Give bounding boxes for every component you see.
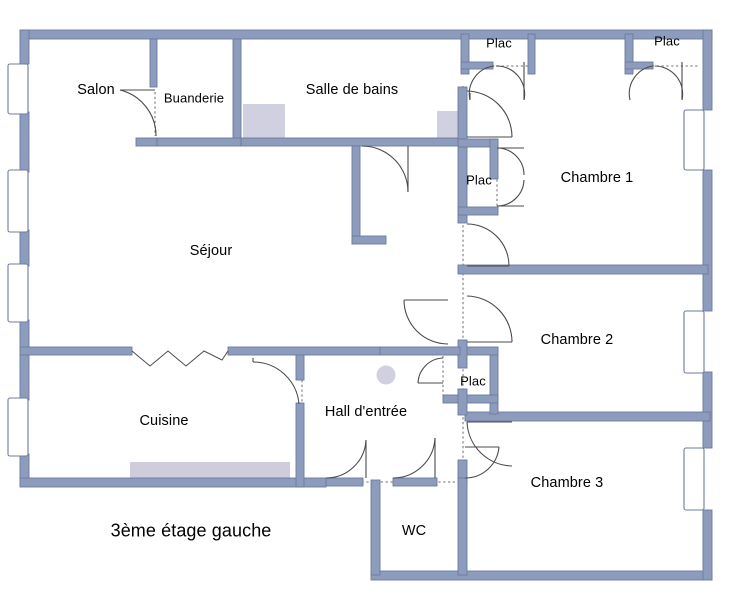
hall-round-fixture [376, 365, 396, 385]
door-placard-hall [417, 357, 444, 384]
wall-hall-bottom-b [392, 477, 438, 487]
bathroom-sink-fixture [437, 111, 461, 139]
wall-exterior-right-2 [702, 169, 713, 312]
wall-wc-left [370, 479, 381, 576]
windows-group [7, 63, 705, 511]
window-left-3 [7, 263, 29, 323]
kitchen-counter-fixture [130, 462, 290, 479]
walls-group [19, 29, 713, 581]
wall-chambre2-left [489, 347, 499, 415]
window-left-2 [7, 169, 29, 233]
window-left-4 [7, 397, 29, 457]
wall-exterior-left-4 [19, 319, 30, 401]
wall-exterior-right-3 [702, 371, 713, 449]
door-salon-buanderie [119, 89, 157, 137]
window-right-2 [683, 310, 705, 374]
door-chambre3-corridor [466, 421, 513, 467]
door-sdb-corridor [466, 90, 513, 138]
wall-exterior-top [19, 29, 713, 40]
room-label-placard-top-left: Plac [486, 35, 512, 51]
room-label-placard-hall: Plac [460, 373, 486, 389]
wall-sejour-foot [351, 235, 387, 245]
door-placard-top-left [468, 62, 526, 101]
window-right-3 [683, 447, 705, 511]
bathtub-fixture [243, 104, 285, 138]
wall-sdb-bottom [240, 137, 464, 147]
room-label-sejour: Séjour [189, 243, 233, 259]
room-label-placard-top-right: Plac [654, 33, 680, 49]
wall-placard-tl-right [527, 33, 536, 75]
room-label-salon: Salon [77, 82, 115, 98]
door-wc-inner [464, 446, 500, 479]
wall-hall-top-2 [379, 346, 461, 356]
kitchen-zigzag-symbol [131, 350, 229, 367]
wall-buanderie-right-vert [232, 38, 242, 143]
wall-corridor-stub-b [457, 388, 468, 416]
wall-exterior-bottom-wc [370, 570, 713, 581]
room-label-chambre-1: Chambre 1 [560, 170, 634, 186]
wall-exterior-left-3 [19, 229, 30, 267]
wall-plac-c1-bot [457, 206, 499, 216]
wall-placard-tl-sill [460, 61, 494, 70]
wall-placard-tr-left [624, 33, 634, 75]
doors-group [119, 62, 684, 479]
room-label-wc: WC [401, 523, 427, 539]
fixtures-group [130, 104, 461, 479]
wall-wc-right [457, 477, 468, 576]
room-label-cuisine: Cuisine [139, 413, 189, 429]
room-label-placard-chambre1: Plac [466, 172, 492, 188]
room-label-chambre-2: Chambre 2 [540, 332, 614, 348]
wall-hall-bottom-a [325, 477, 364, 487]
room-label-salle-de-bains: Salle de bains [305, 82, 399, 98]
wall-sejour-vert [351, 145, 361, 245]
wall-placard-tr-sill [624, 61, 654, 70]
room-label-hall-d-entree: Hall d'entrée [324, 404, 408, 420]
room-label-buanderie: Buanderie [163, 90, 225, 106]
door-placard-chambre1 [496, 147, 525, 207]
wall-corridor-vert-top [457, 86, 468, 140]
room-label-chambre-3: Chambre 3 [530, 475, 604, 491]
wall-buanderie-bottom [135, 137, 158, 147]
door-placard-top-right [628, 62, 684, 101]
door-hall-room-a [325, 439, 367, 479]
wall-exterior-right-1 [702, 29, 713, 111]
wall-chambre2-bottom [464, 411, 711, 422]
door-cuisine-hall [252, 358, 300, 405]
door-sejour-corridor [361, 145, 409, 193]
wall-hall-left-upper [295, 354, 305, 381]
plan-title: 3ème étage gauche [110, 520, 272, 541]
window-right-1 [683, 109, 705, 171]
door-chambre1-corridor [466, 223, 510, 267]
wall-placard-tl-left [460, 33, 470, 75]
wall-kitchen-top [19, 346, 133, 356]
wall-plac-hall-bot [442, 394, 499, 404]
wall-exterior-left-1 [19, 29, 30, 65]
door-sejour-hall [403, 299, 449, 345]
window-left-1 [7, 63, 29, 115]
wall-chambre1-bottom [457, 264, 709, 275]
wall-exterior-bottom-left [19, 477, 327, 488]
wall-plac-c1-right [489, 138, 499, 180]
door-hall-wc [392, 437, 436, 479]
wall-exterior-right-4 [702, 509, 713, 581]
wall-salon-bottom [156, 137, 242, 147]
wall-exterior-left-2 [19, 111, 30, 173]
wall-hall-top [227, 346, 381, 356]
wall-salon-buanderie-vert [149, 38, 158, 88]
wall-hall-left-lower [295, 402, 305, 488]
door-chambre2-corridor [466, 295, 513, 343]
